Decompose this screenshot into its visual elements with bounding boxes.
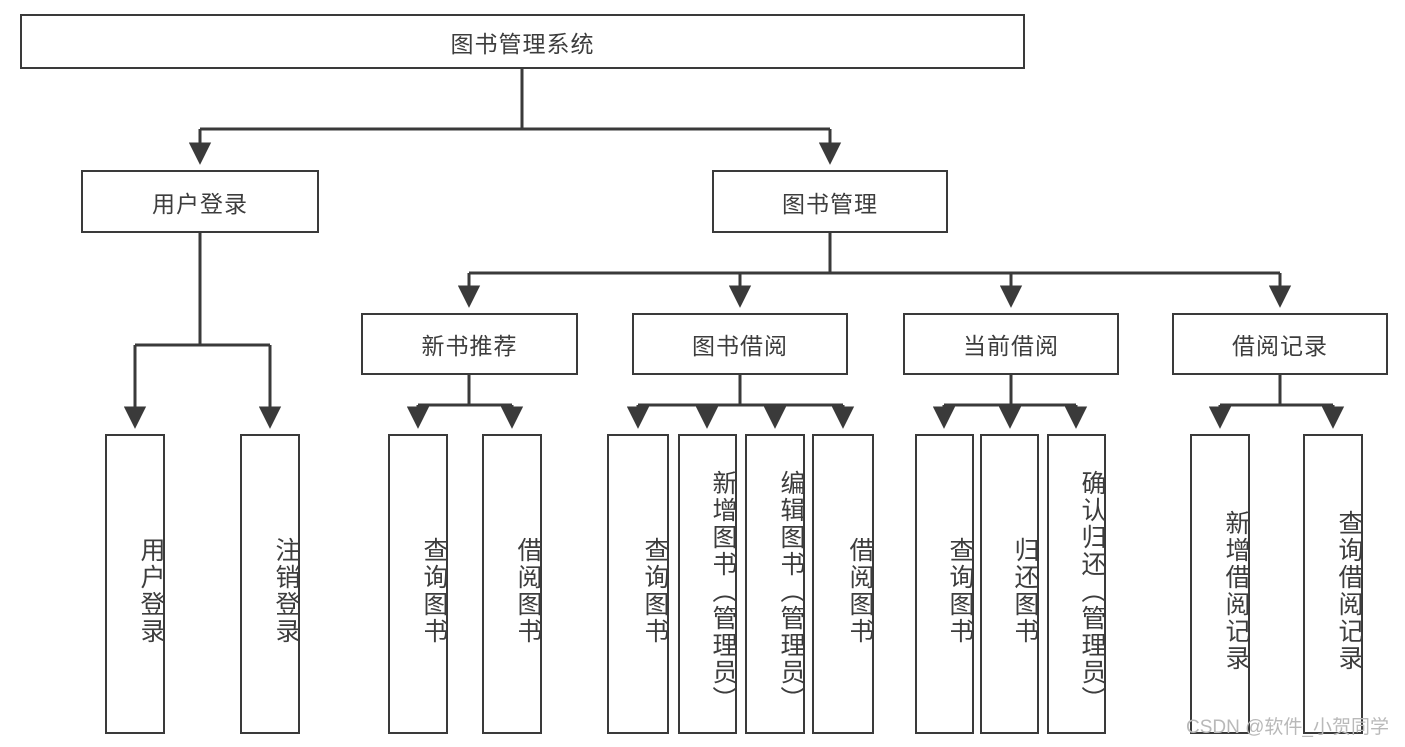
node-current-borrow-label: 当前借阅	[963, 333, 1059, 359]
node-leaf-return-book[interactable]: 归还图书	[980, 434, 1039, 734]
csdn-watermark: CSDN @软件_小贺同学	[1186, 717, 1389, 738]
node-user-login-label: 用户登录	[152, 190, 248, 217]
node-book-borrow-label: 图书借阅	[692, 333, 788, 359]
node-leaf-confirm-return-admin[interactable]: 确认归还（管理员）	[1047, 434, 1106, 734]
node-leaf-query-borrow-record[interactable]: 查询借阅记录	[1303, 434, 1363, 734]
node-leaf-return-book-label: 归还图书	[1011, 537, 1039, 645]
node-current-borrow[interactable]: 当前借阅	[903, 313, 1119, 375]
node-leaf-user-login-label: 用户登录	[137, 537, 165, 645]
node-leaf-borrow-book-2[interactable]: 借阅图书	[812, 434, 874, 734]
node-leaf-query-book-1-label: 查询图书	[420, 537, 448, 645]
node-leaf-borrow-book-1-label: 借阅图书	[514, 537, 542, 645]
node-borrow-record-label: 借阅记录	[1232, 333, 1328, 359]
node-leaf-borrow-book-1[interactable]: 借阅图书	[482, 434, 542, 734]
node-leaf-confirm-return-admin-label: 确认归还（管理员）	[1078, 469, 1106, 713]
node-borrow-record[interactable]: 借阅记录	[1172, 313, 1388, 375]
node-leaf-add-borrow-record[interactable]: 新增借阅记录	[1190, 434, 1250, 734]
node-new-book-recommend[interactable]: 新书推荐	[361, 313, 578, 375]
node-leaf-add-borrow-record-label: 新增借阅记录	[1222, 510, 1250, 672]
node-leaf-query-borrow-record-label: 查询借阅记录	[1335, 510, 1363, 672]
node-leaf-edit-book-admin-label: 编辑图书（管理员）	[777, 469, 805, 713]
node-leaf-edit-book-admin[interactable]: 编辑图书（管理员）	[745, 434, 805, 734]
node-leaf-query-book-3-label: 查询图书	[946, 537, 974, 645]
node-user-login[interactable]: 用户登录	[81, 170, 319, 233]
node-book-manage-label: 图书管理	[782, 190, 878, 217]
node-leaf-add-book-admin[interactable]: 新增图书（管理员）	[678, 434, 737, 734]
node-leaf-query-book-2[interactable]: 查询图书	[607, 434, 669, 734]
node-leaf-add-book-admin-label: 新增图书（管理员）	[709, 469, 737, 713]
node-book-manage[interactable]: 图书管理	[712, 170, 948, 233]
node-leaf-query-book-1[interactable]: 查询图书	[388, 434, 448, 734]
node-book-borrow[interactable]: 图书借阅	[632, 313, 848, 375]
node-leaf-user-login[interactable]: 用户登录	[105, 434, 165, 734]
node-leaf-query-book-3[interactable]: 查询图书	[915, 434, 974, 734]
node-root[interactable]: 图书管理系统	[20, 14, 1025, 69]
node-leaf-user-logout-label: 注销登录	[272, 537, 300, 645]
node-leaf-query-book-2-label: 查询图书	[641, 537, 669, 645]
node-leaf-user-logout[interactable]: 注销登录	[240, 434, 300, 734]
node-leaf-borrow-book-2-label: 借阅图书	[846, 537, 874, 645]
node-root-label: 图书管理系统	[450, 30, 595, 57]
node-new-book-recommend-label: 新书推荐	[421, 333, 518, 359]
